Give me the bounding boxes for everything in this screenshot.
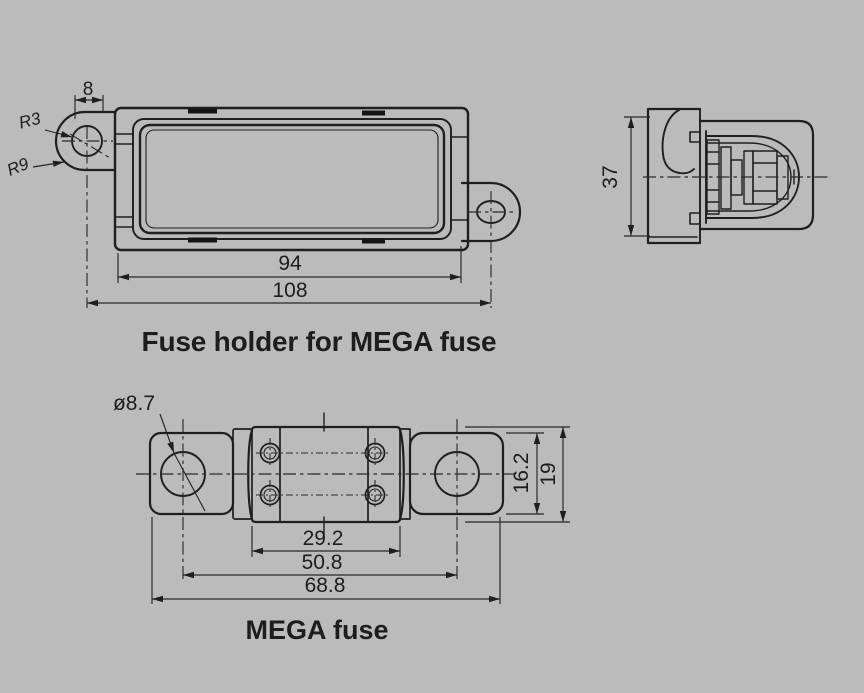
mount-tab-right [460, 181, 522, 243]
dim-hole-dia-text: ø8.7 [113, 392, 155, 415]
dim-19-text: 19 [537, 462, 560, 485]
dim-29-text: 29.2 [303, 527, 344, 550]
dim-37-text: 37 [599, 165, 622, 188]
dim-108-text: 108 [272, 279, 307, 302]
centerline-right-hole [468, 191, 517, 308]
holder-frame [132, 118, 452, 240]
mount-tab-left [54, 110, 117, 172]
side-base-curve [661, 109, 695, 175]
radius-label-r3: R3 [17, 109, 43, 133]
rivet-row-centerlines [256, 438, 389, 510]
dim-50-text: 50.8 [302, 551, 343, 574]
dim-94-text: 94 [278, 252, 302, 275]
holder-window-inner [145, 129, 439, 229]
r3-leader-line [44, 129, 73, 138]
holder-window [138, 123, 446, 235]
fuse-caption: MEGA fuse [245, 615, 388, 645]
hole-dia-leader [159, 413, 175, 454]
hole-dia-leader-tail [173, 452, 206, 512]
mega-fuse-view: ø8.7 29.2 50.8 68.8 16.2 19 [113, 392, 570, 604]
dim-8-text: 8 [83, 79, 94, 100]
side-cover-notches [689, 131, 701, 225]
side-base-block [646, 107, 702, 245]
r9-leader-line [32, 160, 65, 168]
latch-lines-right [450, 136, 469, 221]
side-cover-outline [698, 119, 815, 231]
dim-68-text: 68.8 [305, 574, 346, 597]
dim-16-text: 16.2 [510, 453, 533, 494]
fuse-holder-front-view: 8 R3 R9 94 108 [4, 79, 522, 308]
dim-68-extensions [151, 517, 501, 604]
dim-19-extensions [465, 426, 570, 523]
holder-outer-body [113, 106, 470, 252]
radius-label-r9: R9 [4, 154, 32, 180]
centerline-left-hole [62, 126, 113, 308]
latch-lines-left [114, 133, 134, 228]
holder-caption: Fuse holder for MEGA fuse [142, 326, 497, 357]
fuse-holder-side-view: 37 [599, 107, 831, 245]
cover-tick-marks [188, 108, 385, 244]
